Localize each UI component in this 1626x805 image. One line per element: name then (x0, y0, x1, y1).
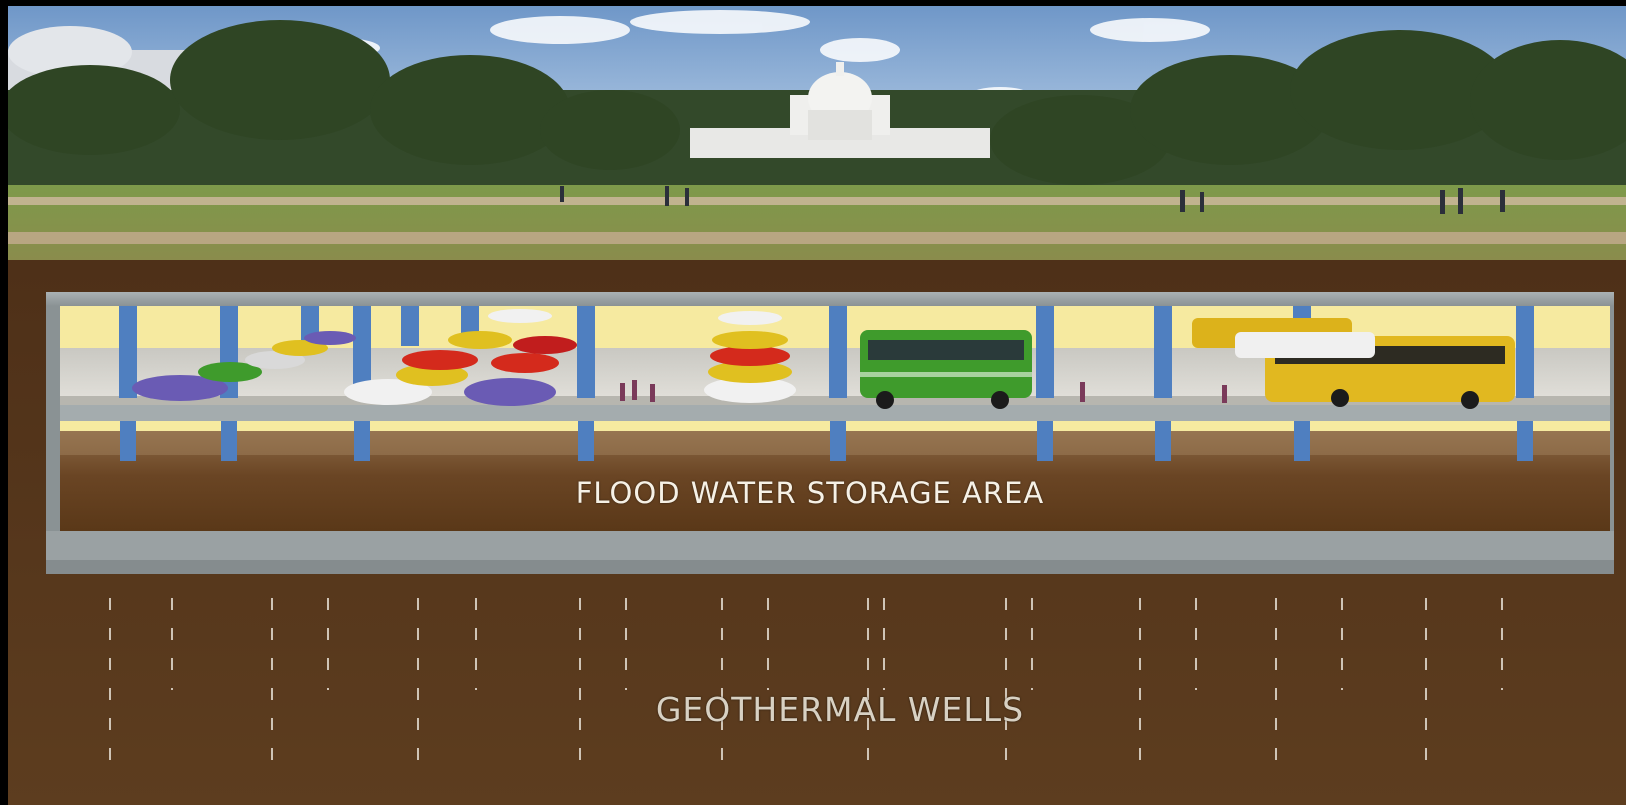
support-column-lower (1037, 421, 1053, 461)
support-column-lower (1294, 421, 1310, 461)
top-black-band (0, 0, 710, 6)
geothermal-wells (109, 598, 1503, 778)
support-column-lower (1517, 421, 1533, 461)
support-column (577, 306, 595, 398)
flood-storage-label: FLOOD WATER STORAGE AREA (575, 476, 1045, 510)
support-column-lower (1155, 421, 1171, 461)
support-column (353, 306, 371, 398)
walkway-far (8, 197, 1626, 205)
cars-center-bay (704, 311, 796, 403)
left-edge (0, 0, 8, 805)
support-column (401, 306, 419, 346)
support-column (1036, 306, 1054, 398)
walkway (8, 232, 1626, 244)
support-column (1154, 306, 1172, 398)
foundation-slab-shade (46, 560, 1614, 574)
support-column (119, 306, 137, 398)
vehicles (132, 309, 1515, 409)
bus-green (860, 330, 1032, 409)
cars-left-bay (132, 331, 356, 401)
geothermal-wells-label: GEOTHERMAL WELLS (655, 690, 1025, 729)
capitol-building (690, 62, 990, 158)
support-column-lower (120, 421, 136, 461)
roof-slab (46, 292, 1614, 306)
pedestrians (620, 380, 1227, 403)
bus-yellow (1192, 318, 1515, 409)
tree-line (0, 20, 1626, 185)
support-column (1516, 306, 1534, 398)
support-column-lower (221, 421, 237, 461)
mid-slab (60, 405, 1610, 421)
support-column (829, 306, 847, 398)
cars-center-left-bay (344, 309, 577, 406)
support-column-lower (830, 421, 846, 461)
crowd (560, 186, 1505, 214)
support-column-lower (354, 421, 370, 461)
lawn (8, 185, 1626, 260)
support-column-lower (578, 421, 594, 461)
